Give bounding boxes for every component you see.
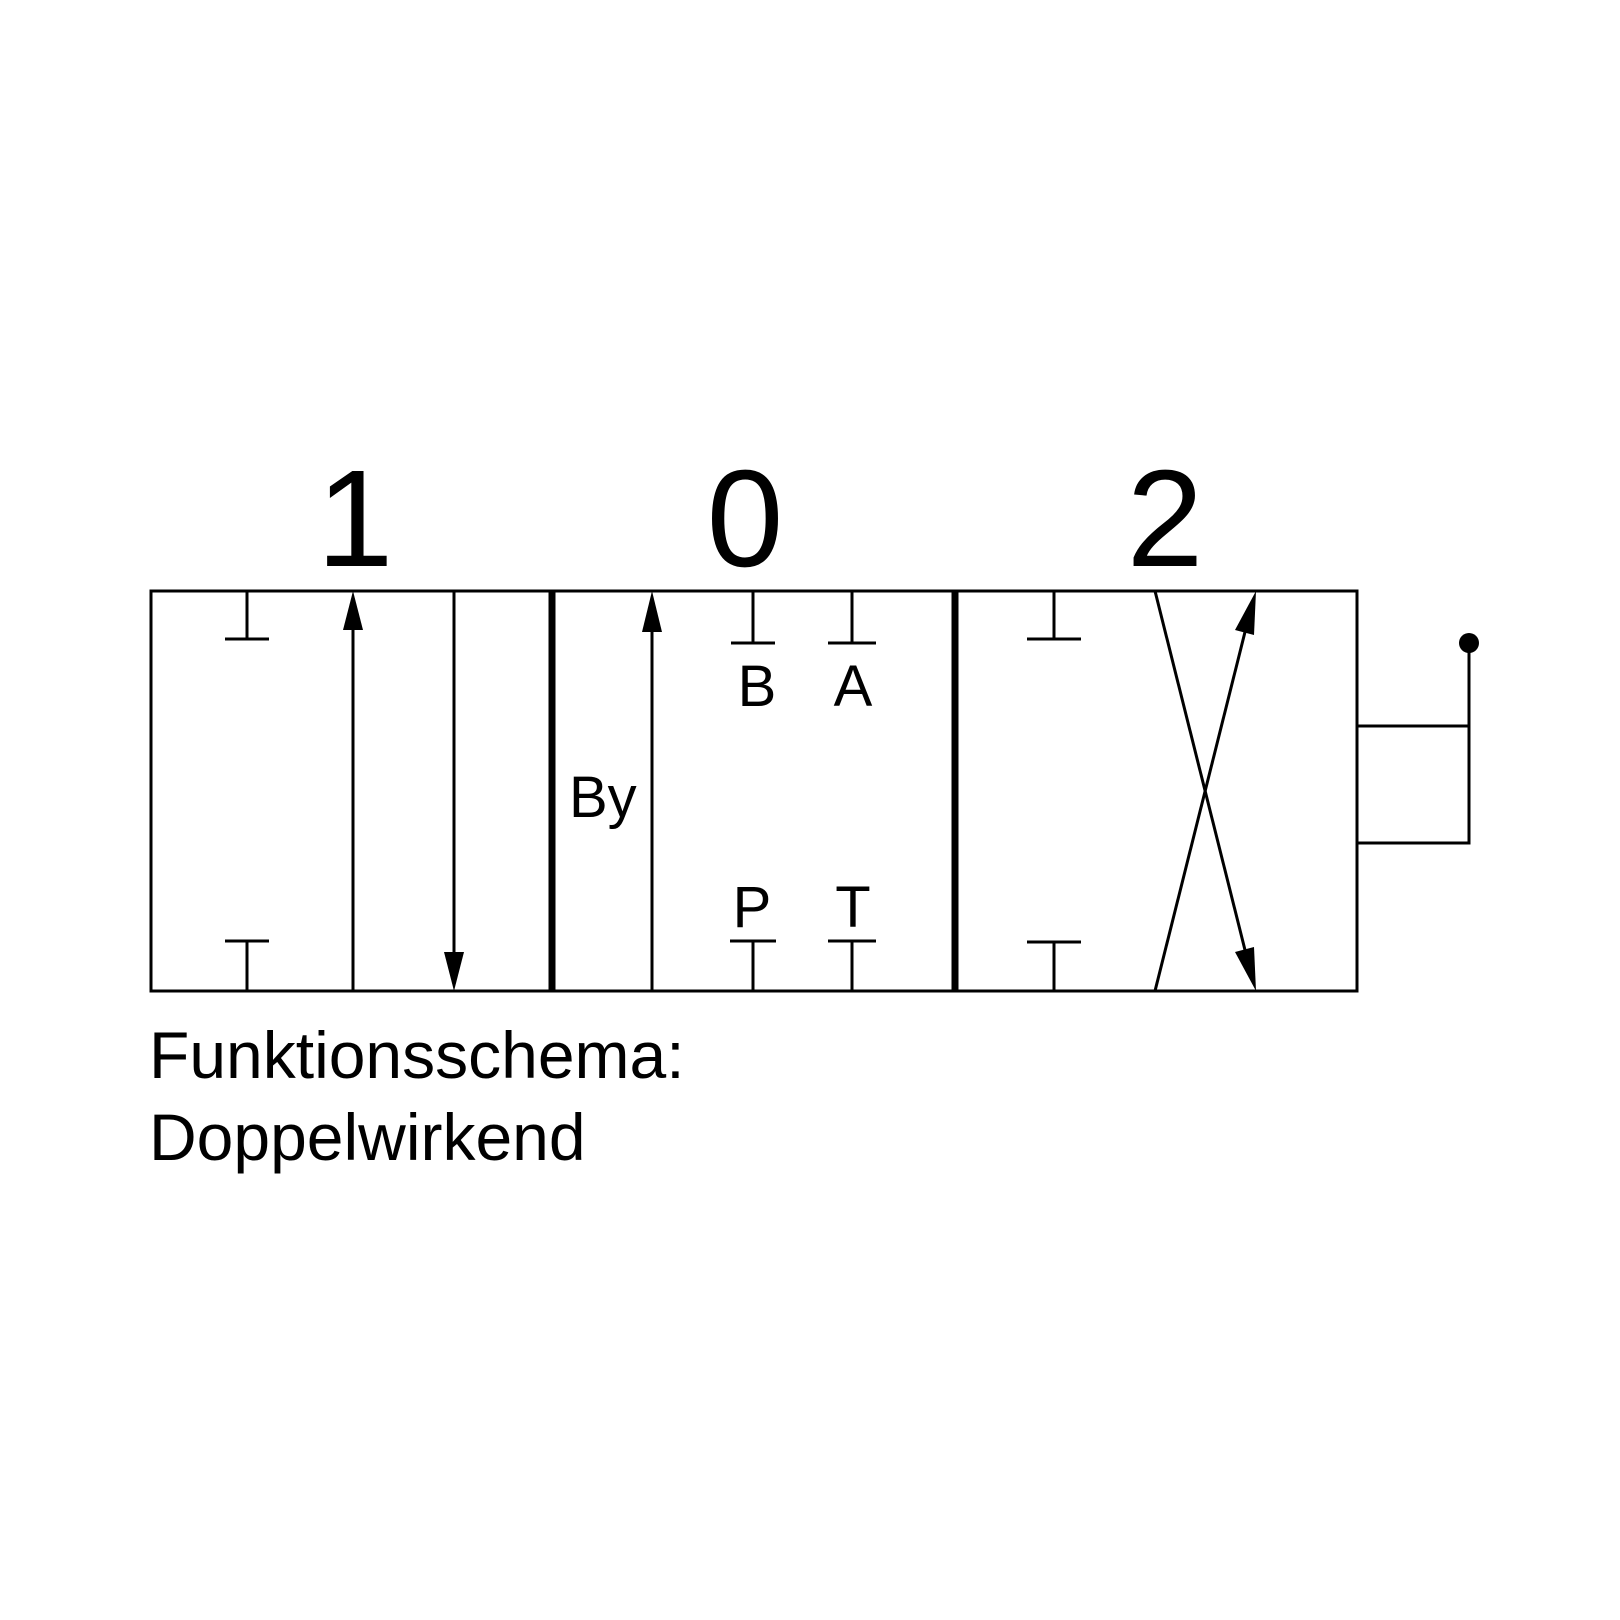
blocked-port-icon [225,939,269,991]
blocked-port-icon [730,939,776,991]
position-2-box [1027,590,1256,992]
blocked-port-icon [225,591,269,641]
port-label-a: A [834,654,873,719]
port-label-by: By [569,765,637,830]
position-label-0: 0 [707,442,784,596]
blocked-port-icon [1027,940,1081,991]
position-0-box: By B A P T [569,591,876,991]
caption-line-1: Funktionsschema: [149,1018,685,1092]
port-label-b: B [738,654,777,719]
blocked-port-icon [1027,591,1081,641]
flow-arrow-icon [1153,590,1256,991]
position-label-1: 1 [317,442,394,596]
caption-line-2: Doppelwirkend [149,1100,586,1174]
flow-arrow-icon [444,591,464,991]
port-label-t: T [835,875,870,940]
position-label-2: 2 [1127,442,1204,596]
flow-arrow-icon [1153,591,1256,992]
blocked-port-icon [828,591,876,645]
position-1-box [225,591,464,991]
lever-actuator-icon [1355,633,1479,845]
flow-arrow-icon [343,591,363,991]
flow-arrow-icon [642,591,662,991]
port-label-p: P [733,875,772,940]
blocked-port-icon [731,591,775,645]
blocked-port-icon [828,939,876,991]
